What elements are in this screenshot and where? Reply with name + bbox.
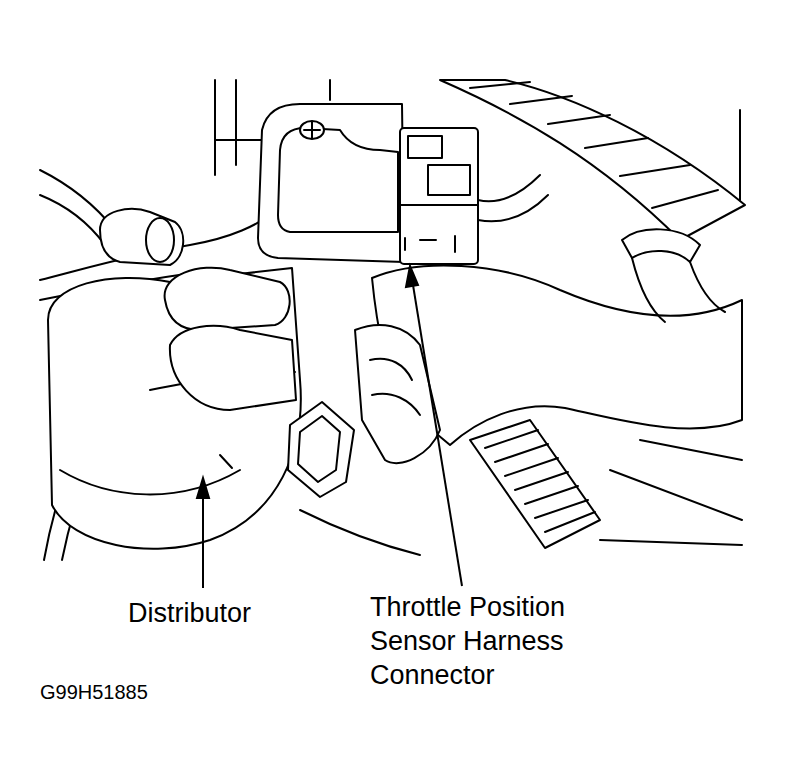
leader-line (413, 285, 462, 586)
distributor-detail (60, 470, 240, 494)
harness-wire (478, 195, 548, 221)
bellows (470, 420, 600, 548)
arrow-head (197, 478, 209, 498)
bellows-rib (485, 430, 595, 532)
part-label: Distributor (128, 596, 348, 630)
plug-boot (170, 326, 296, 410)
figure-code: G99H51885 (40, 680, 260, 704)
duct-rib (548, 115, 610, 124)
duct-rib (652, 190, 718, 208)
plug-boot-end (146, 218, 174, 262)
duct-rib (470, 82, 530, 88)
connector-latch (428, 165, 470, 195)
sensor-housing-inner (278, 128, 398, 232)
plug-boot (165, 268, 290, 330)
ignition-wire (40, 210, 275, 280)
connector-latch (408, 136, 442, 158)
harness-connector (400, 128, 478, 264)
part-label: Throttle Position Sensor Harness Connect… (370, 590, 622, 692)
frame-line (235, 80, 237, 165)
duct-rib (510, 96, 572, 104)
frame-line (215, 139, 262, 141)
leader-line (202, 496, 204, 588)
frame-line (739, 110, 741, 200)
background-line (610, 470, 742, 520)
small-connector (288, 402, 354, 497)
mounting-screw (300, 121, 324, 139)
frame-line (329, 80, 331, 100)
arrow-head (406, 266, 418, 287)
distributor-detail (220, 455, 232, 468)
plug-boot (100, 209, 183, 265)
distributor-body (48, 268, 301, 549)
intake-duct (440, 80, 745, 240)
background-line (640, 440, 742, 460)
hose (690, 262, 725, 312)
ignition-wire (40, 195, 105, 245)
mounting-screw (304, 122, 320, 138)
connector-detail (400, 205, 478, 252)
frame-line (214, 80, 216, 175)
harness-wire (478, 175, 540, 201)
wiring-loom (355, 325, 440, 463)
hose-clamp (622, 229, 700, 262)
small-connector-detail (298, 416, 340, 482)
duct-rib (620, 165, 690, 176)
hose (632, 258, 665, 322)
background-line (600, 540, 742, 545)
sensor-housing (258, 104, 404, 262)
duct-rib (585, 138, 648, 148)
wiring-loom-detail (370, 359, 420, 415)
background-line (300, 510, 420, 555)
